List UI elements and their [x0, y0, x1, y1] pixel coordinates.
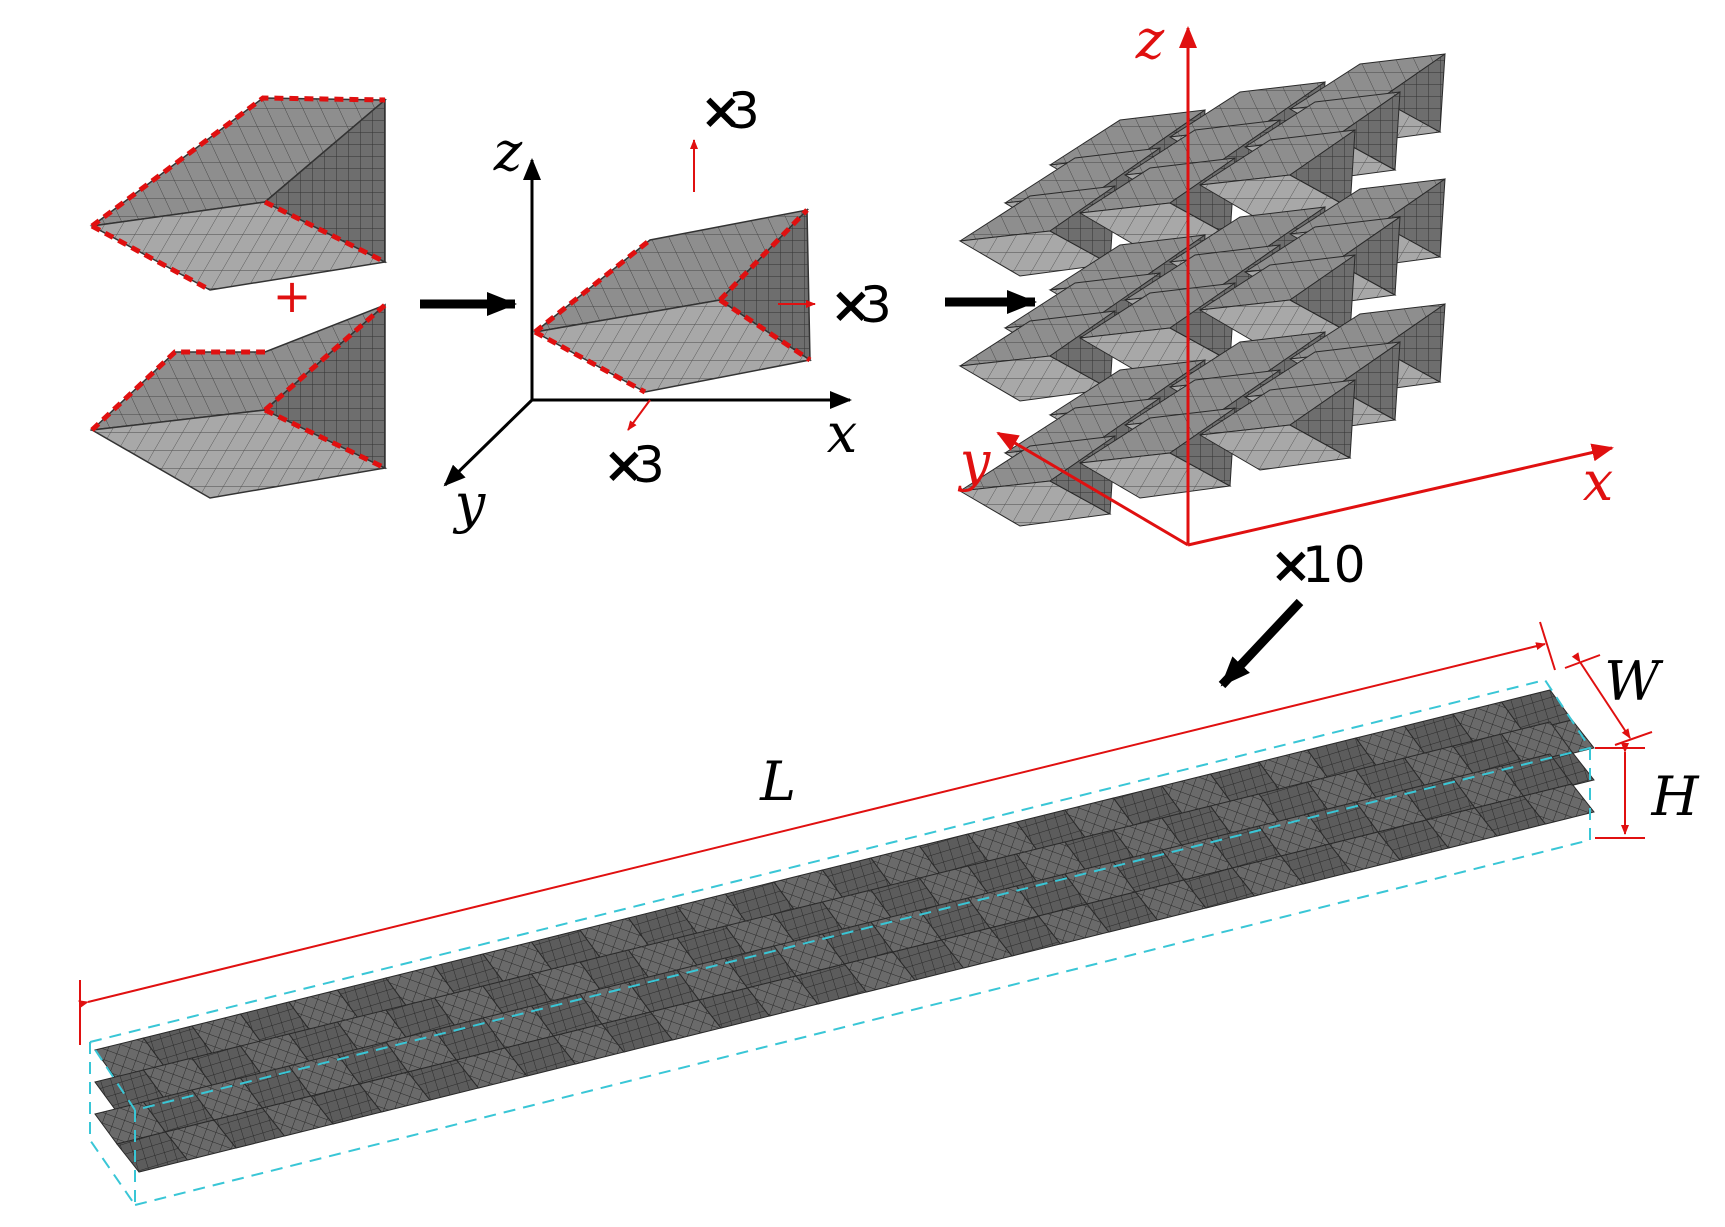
dimension-length: [78, 621, 1556, 1045]
block-axis-label-z: z: [1135, 8, 1165, 71]
block-axis-label-y: y: [958, 430, 992, 493]
block-face: [1334, 91, 1401, 171]
block-face: [1289, 129, 1356, 209]
block-axis-label-x: x: [1583, 450, 1613, 513]
dimension-width: [1564, 652, 1653, 746]
block-face: [1289, 379, 1356, 459]
repeat-label-x: × 3: [830, 276, 892, 334]
repeat-label-length: × 10: [1270, 536, 1366, 594]
dimension-height: [1595, 743, 1645, 839]
origami-unit-cell: [532, 208, 812, 395]
origami-unit-top: [89, 95, 388, 293]
unit-cell-panel: z x y × 3 × 3 × 3: [443, 82, 892, 535]
repeat-label-z: × 3: [700, 82, 760, 140]
svg-text:×: ×: [1270, 536, 1312, 594]
repeat-label-y: × 3: [603, 436, 665, 494]
block-face: [1379, 178, 1446, 258]
block-face: [1334, 216, 1401, 296]
unit-pair-panel: +: [89, 95, 388, 499]
svg-text:×: ×: [700, 82, 742, 140]
svg-text:×: ×: [830, 276, 872, 334]
block-axes: [996, 26, 1614, 547]
dimension-label-height: H: [1650, 765, 1699, 828]
repeat-arrow-y: [627, 399, 651, 431]
axis-label-y: y: [453, 472, 487, 535]
plus-symbol: +: [273, 269, 312, 323]
svg-text:3: 3: [860, 276, 892, 334]
block-face: [1379, 303, 1446, 383]
axis-label-x: x: [827, 402, 857, 465]
svg-text:3: 3: [728, 82, 760, 140]
origami-unit-bottom: [89, 303, 388, 499]
beam-bounding-box: [89, 678, 1592, 1209]
axis-label-z: z: [493, 120, 523, 183]
svg-text:3: 3: [633, 436, 665, 494]
dimension-label-length: L: [759, 750, 796, 813]
svg-text:10: 10: [1302, 536, 1366, 594]
block-face: [1334, 341, 1401, 421]
block-face: [1289, 254, 1356, 334]
unit-cell-axes: [443, 158, 852, 487]
flow-arrow-3: [1218, 598, 1304, 689]
dimension-label-width: W: [1604, 650, 1664, 713]
block-panel: z x y × 10: [958, 8, 1614, 594]
origami-block: [958, 53, 1446, 527]
origami-beam: [94, 689, 1595, 1173]
svg-text:×: ×: [603, 436, 645, 494]
block-face: [1379, 53, 1446, 133]
beam-panel: L W H: [78, 621, 1699, 1209]
